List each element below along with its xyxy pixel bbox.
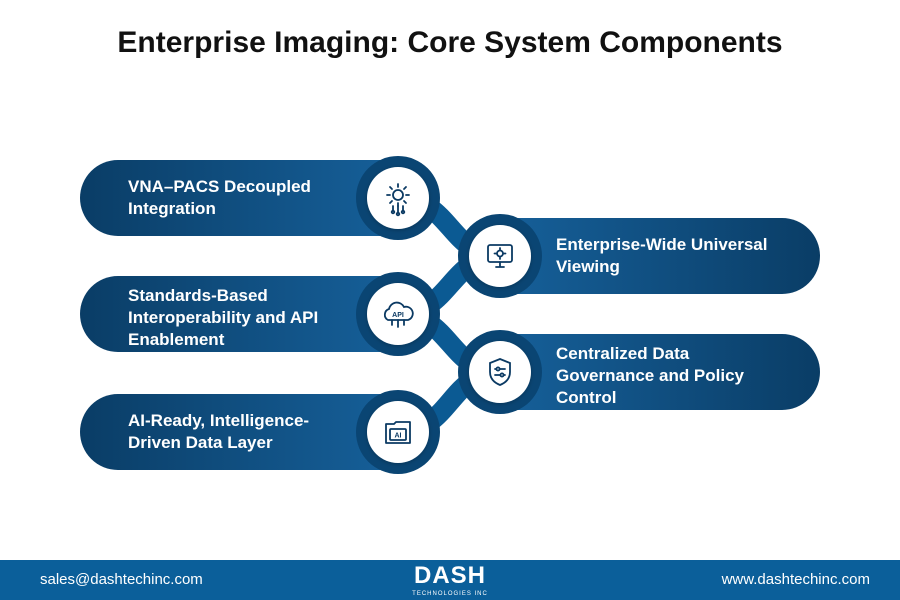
component-label-2: Enterprise-Wide Universal Viewing xyxy=(556,234,767,278)
component-label-5-line-2: Driven Data Layer xyxy=(128,433,273,452)
footer-bar: sales@dashtechinc.com DASH TECHNOLOGIES … xyxy=(0,560,900,600)
component-label-2-line-2: Viewing xyxy=(556,257,620,276)
component-label-3-line-3: Enablement xyxy=(128,330,225,349)
component-label-1-line-2: Integration xyxy=(128,199,216,218)
gear-circuit-icon xyxy=(386,183,410,217)
component-pill-5 xyxy=(80,390,440,474)
component-label-4-line-2: Governance and Policy xyxy=(556,366,745,385)
brand-name: DASH xyxy=(413,562,486,589)
footer-email[interactable]: sales@dashtechinc.com xyxy=(40,571,203,588)
component-label-5: AI-Ready, Intelligence- Driven Data Laye… xyxy=(128,410,309,454)
component-label-3-line-2: Interoperability and API xyxy=(128,308,319,327)
shield-settings-icon xyxy=(489,358,511,386)
component-pill-1 xyxy=(80,156,440,240)
svg-text:AI: AI xyxy=(395,433,402,440)
brand-logo: DASH TECHNOLOGIES INC xyxy=(402,562,498,598)
component-label-1: VNA–PACS Decoupled Integration xyxy=(128,176,311,220)
component-label-4-line-3: Control xyxy=(556,388,617,407)
component-label-3-line-1: Standards-Based xyxy=(128,286,268,305)
component-label-4: Centralized Data Governance and Policy C… xyxy=(556,343,744,409)
component-label-1-line-1: VNA–PACS Decoupled xyxy=(128,177,311,196)
svg-text:API: API xyxy=(392,312,404,319)
brand-subtitle: TECHNOLOGIES INC xyxy=(412,591,488,597)
component-label-2-line-1: Enterprise-Wide Universal xyxy=(556,235,768,254)
monitor-gear-icon xyxy=(487,244,513,268)
ai-folder-icon: AI xyxy=(385,421,411,444)
component-label-5-line-1: AI-Ready, Intelligence- xyxy=(128,411,310,430)
component-pill-3 xyxy=(80,272,440,356)
component-label-3: Standards-Based Interoperability and API… xyxy=(128,285,318,351)
api-cloud-icon: API xyxy=(383,301,414,328)
component-label-4-line-1: Centralized Data xyxy=(556,344,690,363)
components-diagram: API AI xyxy=(80,156,820,474)
component-pill-4 xyxy=(458,330,820,414)
page-title: Enterprise Imaging: Core System Componen… xyxy=(117,26,783,59)
footer-website[interactable]: www.dashtechinc.com xyxy=(721,571,870,588)
